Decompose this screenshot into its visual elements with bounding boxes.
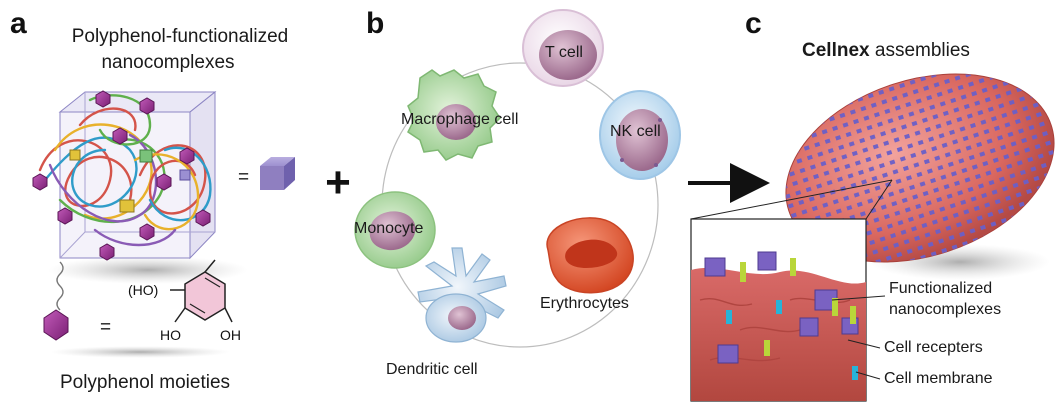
- moiety-shadow: [50, 346, 230, 358]
- nk-cell: [599, 90, 681, 180]
- macrophage-cell: [407, 69, 501, 161]
- plus-sign: +: [325, 158, 351, 207]
- cube-equals-sign: =: [238, 167, 249, 188]
- linker-squiggle: [56, 261, 64, 311]
- zoom-line-left: [690, 179, 893, 220]
- embedded-cubes: [69, 149, 191, 213]
- panel-c-title-bold: Cellnex: [802, 40, 870, 61]
- dendritic-cell: [417, 247, 507, 343]
- callout-line-membrane: [855, 371, 881, 380]
- callout-receptors: Cell recepters: [884, 339, 983, 356]
- moiety-equals-sign: =: [100, 317, 111, 338]
- polyphenol-markers: [32, 90, 211, 261]
- polymer-strands: [38, 94, 212, 247]
- catechol-ring: [170, 259, 233, 323]
- panel-a-title-line2: nanocomplexes: [101, 52, 234, 73]
- t-cell: [522, 9, 604, 87]
- nanocomplex-cube-icon: [260, 157, 295, 190]
- callout-line-receptor: [847, 339, 881, 349]
- erythrocytes-label: Erythrocytes: [540, 295, 629, 312]
- chem-label-oh: OH: [220, 327, 241, 343]
- monocyte-label: Monocyte: [354, 220, 423, 237]
- zoom-line-right: [865, 179, 893, 220]
- panel-a-caption: Polyphenol moieties: [60, 372, 230, 393]
- chem-label-ho: HO: [160, 327, 181, 343]
- chem-label-ho-paren: (HO): [128, 282, 158, 298]
- panel-a-letter: a: [10, 7, 27, 40]
- erythrocyte: [546, 217, 634, 294]
- callout-functionalized-line2: nanocomplexes: [889, 301, 1001, 318]
- panel-c-title: Cellnex assemblies: [802, 40, 970, 61]
- panel-a-title-line1: Polyphenol-functionalized: [72, 26, 289, 47]
- t-cell-label: T cell: [545, 44, 583, 61]
- callout-membrane: Cell membrane: [884, 370, 993, 387]
- callout-functionalized-line1: Functionalized: [889, 280, 992, 297]
- macrophage-label: Macrophage cell: [401, 111, 518, 128]
- panel-c-letter: c: [745, 7, 762, 40]
- panel-b-letter: b: [366, 7, 384, 40]
- membrane-inset: [690, 218, 867, 402]
- nk-cell-label: NK cell: [610, 123, 661, 140]
- polyphenol-icon: [43, 309, 69, 341]
- monocyte: [354, 191, 436, 269]
- cellnex-sphere: [785, 73, 1055, 263]
- callout-line-nanocomplex: [831, 295, 886, 301]
- dendritic-label: Dendritic cell: [386, 361, 478, 378]
- panel-c-title-rest: assemblies: [870, 40, 970, 61]
